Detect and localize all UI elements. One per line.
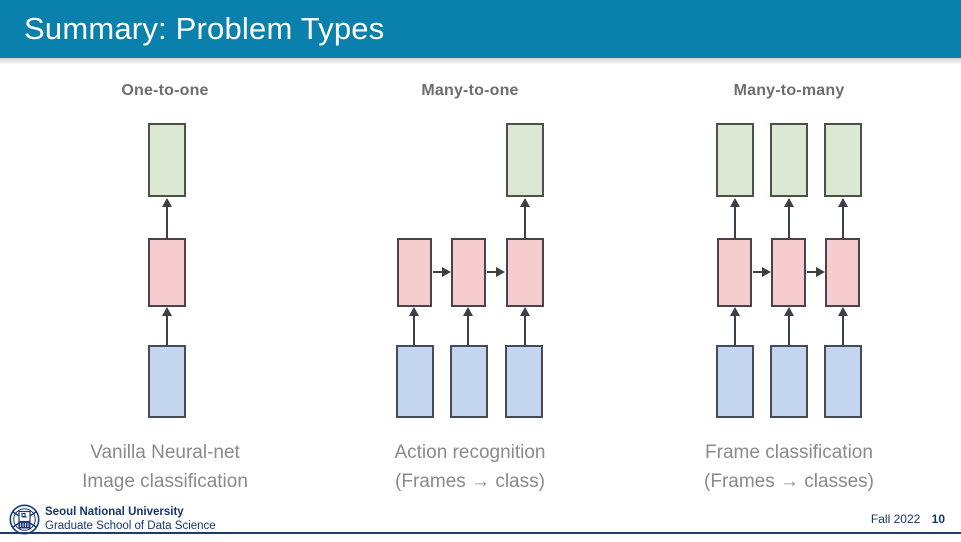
- arrow-right-recurrent: [807, 267, 825, 277]
- caption-line-2: (Frames → class): [395, 471, 545, 492]
- caption-line-2: Image classification: [82, 471, 248, 492]
- arrow-up-input-to-hidden: [730, 307, 740, 345]
- arrow-right-recurrent: [433, 267, 451, 277]
- arrow-up-hidden-to-output: [784, 198, 794, 238]
- title-band: [0, 0, 961, 58]
- caption-line-2: (Frames → classes): [704, 471, 874, 492]
- input-node: [505, 345, 543, 418]
- column-heading-one-to-one: One-to-one: [121, 82, 209, 99]
- snu-crest-icon: [9, 504, 40, 535]
- input-node: [396, 345, 434, 418]
- title-band-shadow: [0, 58, 961, 65]
- caption-many-to-one: Action recognition (Frames → class): [370, 438, 570, 496]
- input-node: [450, 345, 488, 418]
- footer-meta: Fall 2022 10: [871, 512, 945, 526]
- arrow-up-input-to-hidden: [162, 307, 172, 345]
- arrow-up-hidden-to-output: [730, 198, 740, 238]
- arrow-right-recurrent: [487, 267, 505, 277]
- arrow-up-hidden-to-output: [162, 198, 172, 238]
- footer-department: Graduate School of Data Science: [45, 520, 216, 532]
- arrow-up-input-to-hidden: [784, 307, 794, 345]
- page-title: Summary: Problem Types: [24, 11, 385, 46]
- arrow-up-input-to-hidden: [520, 307, 530, 345]
- caption-line-1: Vanilla Neural-net: [90, 442, 240, 463]
- arrow-up-input-to-hidden: [838, 307, 848, 345]
- output-node: [506, 123, 544, 197]
- caption-many-to-many: Frame classification (Frames → classes): [689, 438, 889, 496]
- caption-line-1: Action recognition: [394, 442, 546, 463]
- hidden-node: [771, 238, 806, 307]
- column-heading-many-to-one: Many-to-one: [421, 82, 519, 99]
- output-node: [716, 123, 754, 197]
- input-node: [824, 345, 862, 418]
- hidden-node: [451, 238, 486, 307]
- hidden-node: [825, 238, 860, 307]
- arrow-up-hidden-to-output: [838, 198, 848, 238]
- arrow-up-input-to-hidden: [409, 307, 419, 345]
- caption-line-1: Frame classification: [705, 442, 873, 463]
- footer-divider: [0, 532, 961, 534]
- output-node: [824, 123, 862, 197]
- arrow-up-input-to-hidden: [463, 307, 473, 345]
- footer-page-number: 10: [931, 512, 945, 526]
- arrow-right-recurrent: [753, 267, 771, 277]
- input-node: [716, 345, 754, 418]
- footer-term: Fall 2022: [870, 512, 921, 526]
- hidden-node: [148, 238, 186, 307]
- caption-one-to-one: Vanilla Neural-net Image classification: [65, 438, 265, 496]
- column-heading-many-to-many: Many-to-many: [733, 82, 845, 99]
- output-node: [770, 123, 808, 197]
- hidden-node: [717, 238, 752, 307]
- hidden-node: [397, 238, 432, 307]
- footer-affiliation: Seoul National University Graduate Schoo…: [45, 505, 216, 533]
- input-node: [148, 345, 186, 418]
- output-node: [148, 123, 186, 197]
- input-node: [770, 345, 808, 418]
- footer-university: Seoul National University: [45, 506, 184, 518]
- arrow-up-hidden-to-output: [520, 198, 530, 238]
- hidden-node: [506, 238, 544, 307]
